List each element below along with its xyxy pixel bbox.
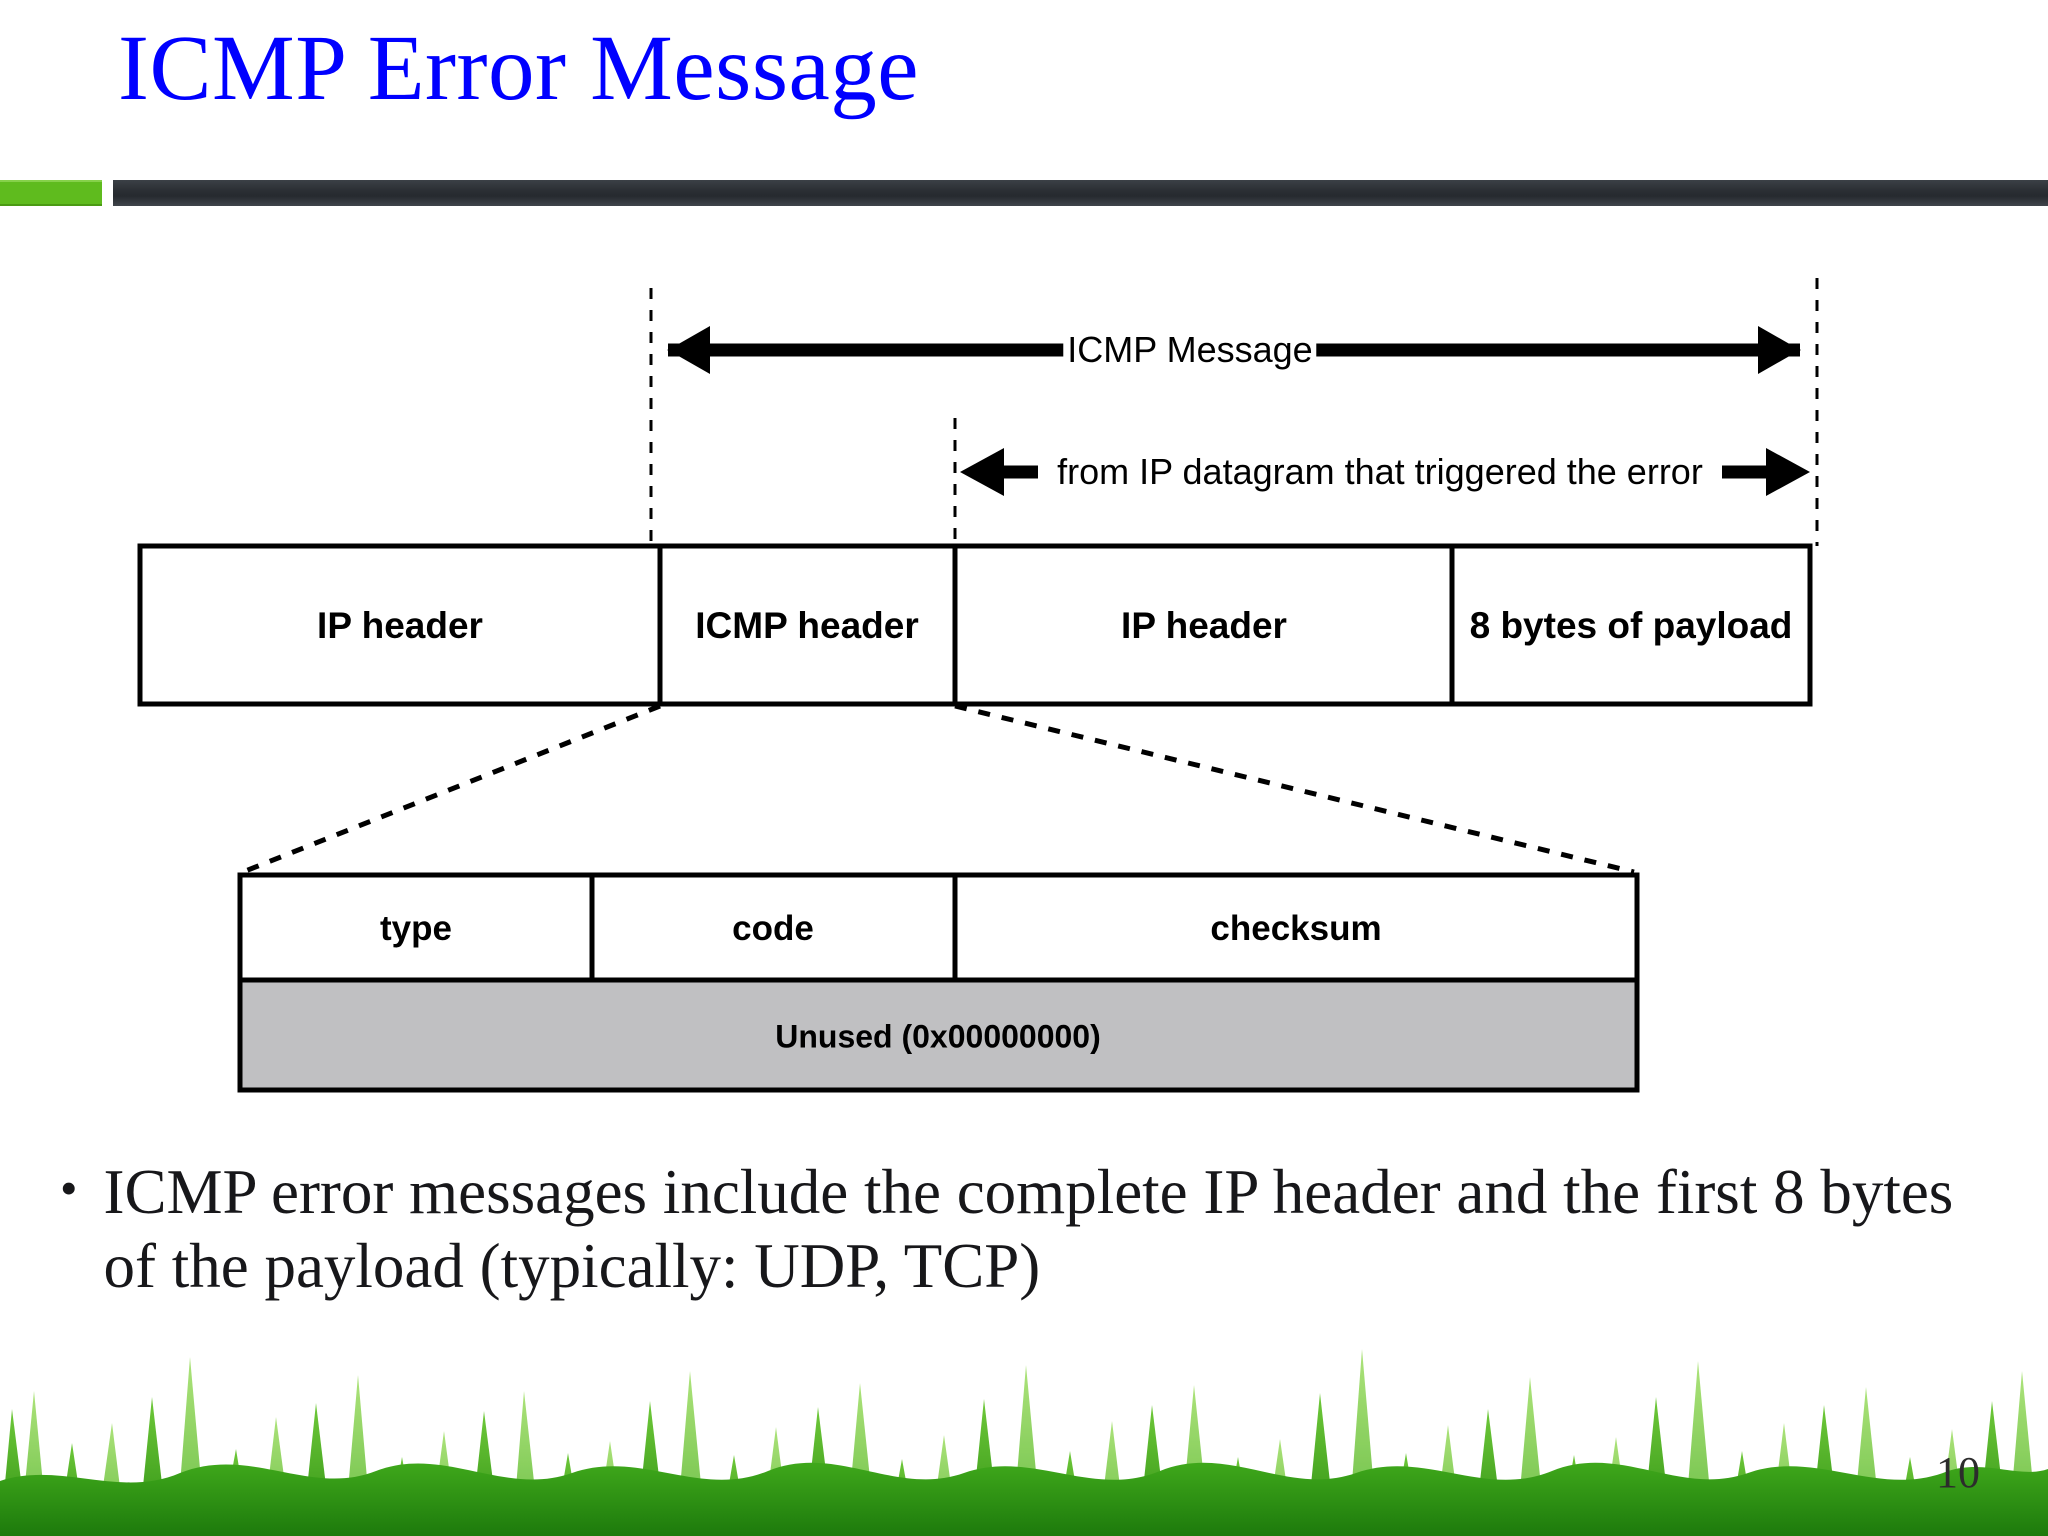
bullet-text: ICMP error messages include the complete… xyxy=(103,1157,1954,1302)
icmp-field-checksum: checksum xyxy=(1210,909,1382,949)
icmp-field-type: type xyxy=(380,909,452,949)
packet-box-ip-header-inner: IP header xyxy=(1121,605,1287,647)
icmp-field-unused: Unused (0x00000000) xyxy=(775,1018,1101,1055)
packet-box-icmp-header: ICMP header xyxy=(695,605,919,647)
page-title: ICMP Error Message xyxy=(118,17,920,120)
title-rule-accent xyxy=(0,180,102,206)
icmp-field-code: code xyxy=(732,909,814,949)
packet-box-8-bytes-payload: 8 bytes of payload xyxy=(1469,605,1793,647)
title-rule-bar xyxy=(113,180,2048,206)
page-number: 10 xyxy=(1936,1448,1980,1497)
grass-footer-decoration xyxy=(0,1331,2048,1536)
arrow-label-triggered-datagram: from IP datagram that triggered the erro… xyxy=(1053,451,1707,493)
bullet-list-item: • ICMP error messages include the comple… xyxy=(60,1155,2000,1304)
bullet-marker: • xyxy=(60,1160,78,1216)
arrow-label-icmp-message: ICMP Message xyxy=(1063,329,1317,371)
packet-box-ip-header-outer: IP header xyxy=(317,605,483,647)
